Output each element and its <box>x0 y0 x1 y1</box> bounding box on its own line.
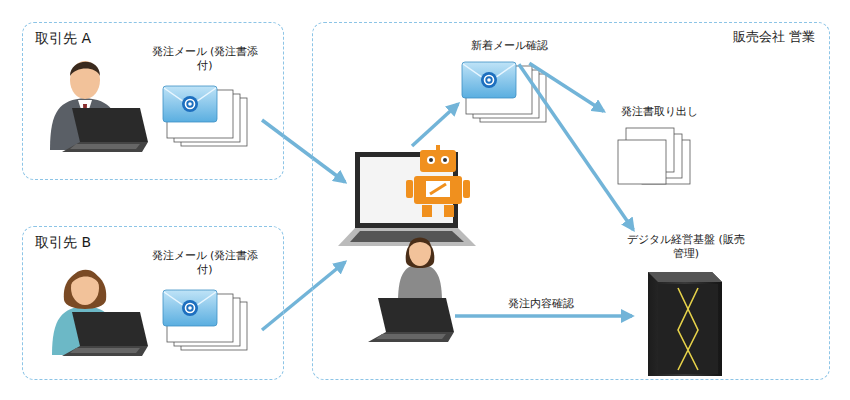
region-title: 販売会社 営業 <box>327 29 815 46</box>
flow-arrow <box>262 104 632 330</box>
flow-connector <box>519 64 633 229</box>
order-mail: 発注メール (発注書添付) <box>151 45 259 85</box>
node-label: 発注メール (発注書添付) <box>151 249 259 278</box>
node-label: 新着メール確認 <box>459 39 559 53</box>
order-mail: 発注メール (発注書添付) <box>151 249 259 289</box>
laptop-robot <box>338 145 476 246</box>
sales-server: デジタル経営基盤 (販売管理) <box>627 233 745 379</box>
server-rack <box>648 272 722 376</box>
client-region: 取引先 B発注メール (発注書添付) <box>22 226 284 380</box>
arrow-label: 発注内容確認 <box>505 296 577 311</box>
client-region: 取引先 A発注メール (発注書添付) <box>22 22 284 180</box>
document-stack <box>618 128 690 184</box>
flow-connector <box>529 63 603 111</box>
node-label: 発注書取り出し <box>607 105 711 119</box>
person-sales <box>398 238 442 303</box>
region-title: 取引先 A <box>35 29 271 47</box>
node-label: デジタル経営基盤 (販売管理) <box>627 233 745 262</box>
inbox-mail: 新着メール確認 <box>459 39 559 61</box>
sales-region: 販売会社 営業新着メール確認発注書取り出しデジタル経営基盤 (販売管理) <box>312 22 830 380</box>
order-documents: 発注書取り出し <box>607 105 711 189</box>
region-title: 取引先 B <box>35 233 271 251</box>
node-label: 発注メール (発注書添付) <box>151 45 259 74</box>
